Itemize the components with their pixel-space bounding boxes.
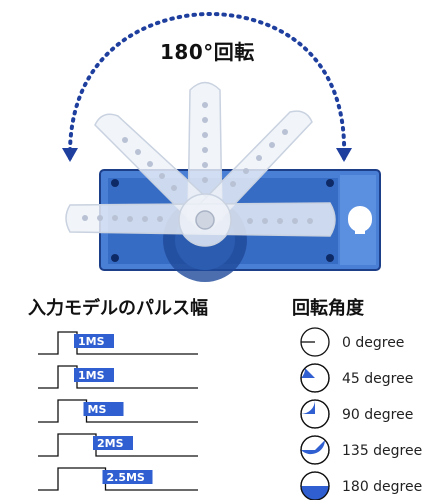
pulse-label: 1MS: [78, 369, 105, 382]
angle-label: 90 degree: [342, 407, 413, 423]
rotation-angle-title: 回転角度: [292, 298, 364, 319]
arrow-head-right-icon: [336, 148, 352, 162]
angle-diagram: 0 degree 45 degree 90 degree 135 degree 180 …: [300, 327, 422, 500]
pulse-waveform: [38, 365, 198, 389]
angle-circle-outline: [300, 363, 330, 393]
angle-label: 45 degree: [342, 371, 413, 387]
angle-wedge: [301, 400, 315, 414]
pulse-waveform: [38, 331, 198, 355]
angle-circle-outline: [300, 399, 330, 429]
rotation-arc-arrow: [67, 11, 347, 160]
angle-label: 180 degree: [342, 479, 422, 495]
angle-label: 0 degree: [342, 335, 404, 351]
pulse-label-box: [74, 334, 114, 348]
pulse-label: MS: [88, 403, 107, 416]
pulse-waveform: [38, 399, 198, 423]
pulse-label: 2.5MS: [107, 471, 145, 484]
horn-holes: [82, 102, 313, 224]
pulse-label-box: [102, 470, 153, 484]
pulse-waveform: [38, 433, 198, 457]
pulse-label-box: [83, 402, 124, 416]
angle-wedge: [301, 440, 325, 455]
pulse-label: 1MS: [78, 335, 105, 348]
horn-screw-icon: [195, 210, 215, 230]
arrow-head-left-icon: [62, 148, 78, 162]
rotation-label: 180°回転: [160, 40, 255, 64]
angle-wedge: [301, 486, 329, 500]
angle-circle-outline: [300, 471, 330, 500]
pulse-waveform: [38, 467, 198, 491]
pulse-label-box: [74, 368, 114, 382]
pulse-label-box: [93, 436, 133, 450]
pulse-label: 2MS: [97, 437, 124, 450]
pulse-width-title: 入力モデルのパルス幅: [28, 298, 208, 319]
servo-illustration: [62, 11, 381, 282]
angle-wedge: [301, 368, 315, 378]
angle-label: 135 degree: [342, 443, 422, 459]
pulse-diagram: 1MS 1MS MS 2MS 2.5MS: [38, 331, 198, 491]
angle-circle-outline: [300, 435, 330, 465]
